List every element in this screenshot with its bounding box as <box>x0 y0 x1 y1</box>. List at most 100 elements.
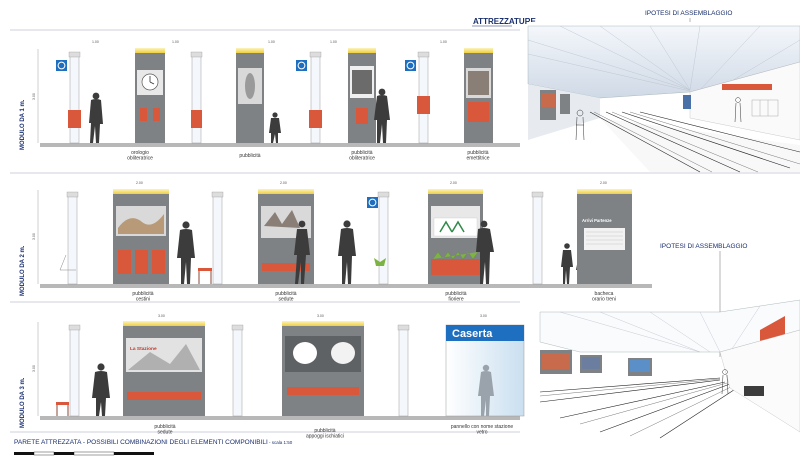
perspective-mid-label: IPOTESI DI ASSEMBLAGGIO <box>660 243 747 250</box>
panel-station-name: Caserta <box>445 324 525 417</box>
person-silhouette <box>478 364 494 416</box>
column-element <box>367 191 390 285</box>
module-2-row: MODULO DA 2 m. 3.00 <box>20 189 652 303</box>
panel-cestini <box>113 189 169 284</box>
module-1-row: MODULO DA 1 m. 3.00 <box>20 48 520 162</box>
timetable-title: Arrivi Partenze <box>582 218 612 223</box>
poster-text: La Stazione <box>130 346 157 352</box>
person-silhouette <box>476 220 494 284</box>
totem-clock <box>135 48 165 143</box>
dim-w1: 1.00 <box>268 40 275 44</box>
caption-1-2: pubblicità <box>239 153 260 159</box>
dim-height-3: 3.00 <box>32 365 36 372</box>
column-element <box>56 51 81 144</box>
dim-w1: 1.00 <box>172 40 179 44</box>
column-element <box>296 51 322 144</box>
person-silhouette <box>374 88 390 143</box>
dim-w2: 2.00 <box>600 181 607 185</box>
module-3-row: MODULO DA 3 m. 3.00 La Stazione <box>20 321 525 440</box>
caption-line: sedute <box>157 430 172 436</box>
dim-w2: 2.00 <box>280 181 287 185</box>
person-silhouette <box>92 363 110 416</box>
dimension-labels: 1.00 1.00 1.00 1.00 1.00 2.00 2.00 2.00 … <box>92 40 607 318</box>
column-element <box>211 191 224 285</box>
caption-line: sedute <box>278 297 293 303</box>
dim-w2: 2.00 <box>136 181 143 185</box>
caption-line: pubblicità <box>445 291 466 297</box>
perspective-top: IPOTESI DI ASSEMBLAGGIO <box>527 10 800 173</box>
module-3-label: MODULO DA 3 m. <box>20 377 26 428</box>
module-2-label: MODULO DA 2 m. <box>20 245 26 296</box>
platform-floor <box>40 143 520 147</box>
caption-line: orologio <box>131 150 149 156</box>
footer-title-main: PARETE ATTREZZATA - POSSIBILI COMBINAZIO… <box>14 439 268 446</box>
column-element <box>68 324 81 417</box>
row-frames <box>10 29 800 433</box>
dim-w1: 1.00 <box>330 40 337 44</box>
dim-w3: 3.00 <box>480 314 487 318</box>
person-silhouette <box>89 92 103 143</box>
station-name: Caserta <box>452 328 493 340</box>
dim-w3: 3.00 <box>317 314 324 318</box>
footer: PARETE ATTREZZATA - POSSIBILI COMBINAZIO… <box>14 439 293 456</box>
caption-line: pubblicità <box>154 424 175 430</box>
panel-3m-appoggi <box>282 321 364 416</box>
bench-seat <box>56 402 69 405</box>
caption-line: pubblicità <box>314 428 335 434</box>
column-element <box>531 191 544 285</box>
person-silhouette <box>177 221 195 284</box>
person-silhouette <box>338 220 356 284</box>
caption-line: emettitrice <box>466 156 489 162</box>
footer-title: PARETE ATTREZZATA - POSSIBILI COMBINAZIO… <box>14 439 293 446</box>
scale-bar <box>14 451 154 456</box>
caption-line: pubblicità <box>467 150 488 156</box>
dim-w2: 2.00 <box>450 181 457 185</box>
caption-line: pubblicità <box>351 150 372 156</box>
station-name-sign <box>446 325 524 341</box>
dim-w1: 1.00 <box>92 40 99 44</box>
perspective-top-label: IPOTESI DI ASSEMBLAGGIO <box>645 10 732 17</box>
caption-line: cestini <box>136 297 150 303</box>
totem-advert-obliteratrice <box>348 48 376 143</box>
caption-line: obliteratrice <box>349 156 375 162</box>
caption-line: pannello con nome stazione <box>451 424 513 430</box>
column-element <box>231 324 244 417</box>
caption-line: vetro <box>476 430 487 436</box>
child-silhouette <box>269 112 281 143</box>
dim-height-2: 3.00 <box>32 233 36 240</box>
column-element <box>405 51 430 144</box>
caption-line: pubblicità <box>132 291 153 297</box>
caption-line: appoggi ischiatici <box>306 434 344 440</box>
perspective-bottom: IPOTESI DI ASSEMBLAGGIO <box>539 243 800 439</box>
caption-line: pubblicità <box>275 291 296 297</box>
caption-line: bacheca <box>595 291 614 297</box>
panel-bacheca: Arrivi Partenze <box>577 189 632 284</box>
column-element <box>190 51 203 144</box>
page-header: ATTREZZATURE <box>473 17 536 26</box>
caption-line: obliteratrice <box>127 156 153 162</box>
totem-advert <box>236 48 264 143</box>
column-element <box>397 324 410 417</box>
panel-3m-sedute: La Stazione <box>123 321 205 416</box>
dim-height-1: 3.00 <box>32 93 36 100</box>
caption-line: pubblicità <box>239 153 260 159</box>
footer-scale: - scala 1:50 <box>268 440 293 445</box>
caption-line: orario treni <box>592 297 616 303</box>
person-silhouette <box>294 220 310 284</box>
bench-seat <box>198 268 212 271</box>
platform-floor <box>40 416 520 420</box>
module-1-label: MODULO DA 1 m. <box>20 99 26 150</box>
dim-w1: 1.00 <box>440 40 447 44</box>
platform-floor <box>40 284 652 288</box>
